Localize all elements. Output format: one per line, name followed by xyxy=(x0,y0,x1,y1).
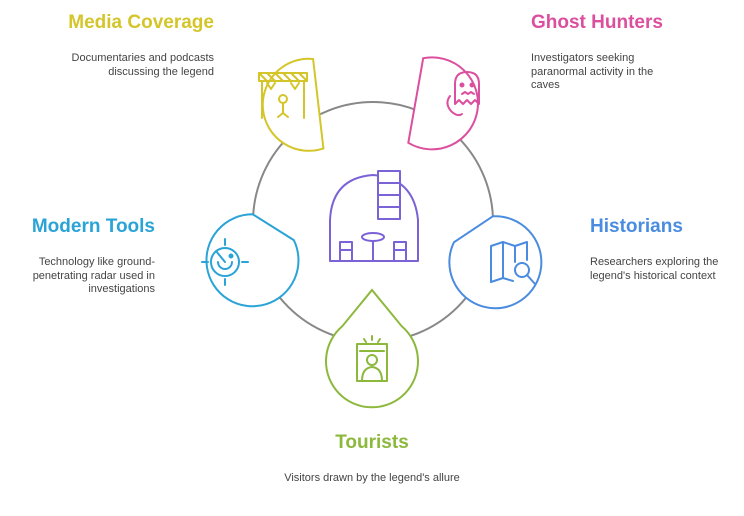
visitor-portrait-icon xyxy=(356,335,388,382)
stage-microphone-icon xyxy=(258,72,308,119)
ghost-hunters-title: Ghost Hunters xyxy=(531,12,663,33)
tourists-node xyxy=(325,288,419,409)
media-coverage-node xyxy=(258,57,325,152)
tourists-description: Visitors drawn by the legend's allure xyxy=(284,472,460,484)
radar-icon xyxy=(201,238,249,286)
map-magnifier-icon xyxy=(490,241,536,285)
historians-description: Researchers exploring the legend's histo… xyxy=(590,256,719,282)
ghost-hunters-node xyxy=(407,56,480,151)
ghost-icon xyxy=(446,71,480,117)
modern-tools-node xyxy=(201,213,300,308)
historians-node xyxy=(448,215,543,310)
tourists-title: Tourists xyxy=(335,432,409,453)
cave-chamber-icon xyxy=(329,170,419,262)
modern-tools-title: Modern Tools xyxy=(31,216,155,237)
media-coverage-description: Documentaries and podcasts discussing th… xyxy=(71,52,214,78)
ghost-hunters-description: Investigators seeking paranormal activit… xyxy=(531,52,654,91)
modern-tools-description: Technology like ground-penetrating radar… xyxy=(32,256,155,295)
media-coverage-title: Media Coverage xyxy=(68,12,214,33)
historians-title: Historians xyxy=(590,216,683,237)
